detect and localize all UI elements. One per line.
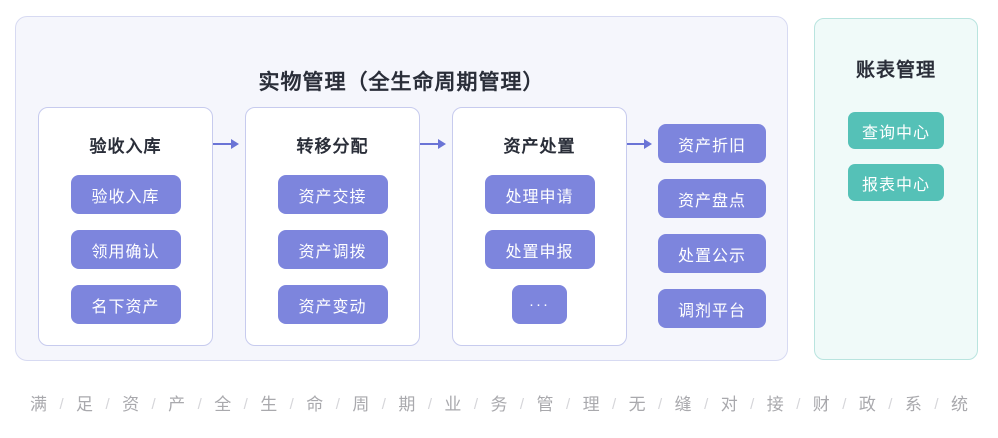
- tagline-character: 资: [122, 395, 140, 414]
- tagline-separator: /: [934, 396, 939, 413]
- tagline-separator: /: [888, 396, 893, 413]
- tagline-character: 业: [444, 395, 462, 414]
- stage-title: 验收入库: [89, 137, 162, 156]
- feature-chip[interactable]: 调剂平台: [658, 289, 766, 328]
- ellipsis-chip[interactable]: ···: [512, 285, 567, 324]
- feature-chip[interactable]: 资产交接: [277, 175, 388, 214]
- tagline-separator: /: [151, 396, 156, 413]
- tagline-character: 生: [260, 395, 278, 414]
- tagline-separator: /: [105, 396, 110, 413]
- tagline-separator: /: [519, 396, 525, 413]
- tagline-character: 理: [582, 395, 600, 414]
- tagline-separator: /: [704, 396, 709, 413]
- tagline-character: 务: [490, 395, 508, 414]
- tagline-character: 政: [858, 395, 876, 414]
- stage-title: 转移分配: [296, 137, 369, 156]
- tagline-separator: /: [197, 396, 202, 413]
- main-panel-title: 实物管理（全生命周期管理）: [258, 71, 545, 94]
- tagline-separator: /: [796, 396, 801, 413]
- tagline-character: 缝: [674, 395, 692, 414]
- tagline-separator: /: [842, 396, 847, 413]
- tagline-separator: /: [289, 396, 294, 413]
- feature-chip[interactable]: 资产盘点: [658, 179, 766, 218]
- tagline: 满 / 足 / 资 / 产 / 全 / 生 / 命 / 周 / 期 / 业 / 务 / 管 / 理 / 无 / 缝 / 对 / 接 / 财 / 政 / 系 /…: [30, 395, 968, 415]
- tagline-separator: /: [750, 396, 755, 413]
- tagline-character: 全: [214, 395, 232, 414]
- stage-box-acceptance: 验收入库 验收入库 领用确认 名下资产: [38, 107, 213, 346]
- tagline-separator: /: [565, 396, 571, 413]
- tagline-separator: /: [335, 396, 340, 413]
- tagline-separator: /: [473, 396, 479, 413]
- feature-chip[interactable]: 资产调拨: [277, 230, 388, 269]
- physical-management-panel: 实物管理（全生命周期管理） 验收入库 验收入库 领用确认 名下资产 转移分配 资…: [15, 16, 788, 361]
- tagline-character: 统: [950, 395, 968, 414]
- feature-chip[interactable]: 资产折旧: [658, 124, 766, 163]
- stage-box-transfer: 转移分配 资产交接 资产调拨 资产变动: [245, 107, 420, 346]
- side-feature-column: 资产折旧 资产盘点 处置公示 调剂平台: [658, 124, 766, 344]
- ledger-panel-title: 账表管理: [855, 60, 936, 81]
- feature-chip[interactable]: 查询中心: [848, 112, 944, 149]
- tagline-separator: /: [612, 396, 617, 413]
- tagline-character: 管: [536, 395, 554, 414]
- tagline-character: 无: [628, 395, 646, 414]
- feature-chip[interactable]: 验收入库: [70, 175, 181, 214]
- tagline-character: 财: [812, 395, 830, 414]
- ledger-management-panel: 账表管理 查询中心 报表中心: [814, 18, 978, 360]
- flow-arrow-right-icon: [627, 139, 652, 149]
- flow-arrow-right-icon: [420, 139, 446, 149]
- tagline-separator: /: [243, 396, 248, 413]
- feature-chip[interactable]: 处理申请: [484, 175, 595, 214]
- feature-chip[interactable]: 领用确认: [70, 230, 181, 269]
- tagline-separator: /: [658, 396, 663, 413]
- stage-box-disposal: 资产处置 处理申请 处置申报 ···: [452, 107, 627, 346]
- tagline-character: 足: [76, 395, 94, 414]
- tagline-separator: /: [381, 396, 386, 413]
- tagline-character: 接: [766, 395, 784, 414]
- flow-arrow-right-icon: [213, 139, 239, 149]
- feature-chip[interactable]: 处置申报: [484, 230, 595, 269]
- tagline-character: 命: [306, 395, 324, 414]
- feature-chip[interactable]: 处置公示: [658, 234, 766, 273]
- tagline-character: 期: [398, 395, 416, 414]
- tagline-character: 满: [30, 395, 47, 414]
- tagline-character: 周: [352, 395, 370, 414]
- tagline-character: 系: [904, 395, 922, 414]
- tagline-character: 产: [168, 395, 186, 414]
- tagline-character: 对: [720, 395, 738, 414]
- tagline-separator: /: [59, 396, 64, 413]
- stage-title: 资产处置: [503, 137, 576, 156]
- feature-chip[interactable]: 报表中心: [848, 164, 944, 201]
- feature-chip[interactable]: 资产变动: [277, 285, 388, 324]
- tagline-separator: /: [427, 396, 432, 413]
- feature-chip[interactable]: 名下资产: [70, 285, 181, 324]
